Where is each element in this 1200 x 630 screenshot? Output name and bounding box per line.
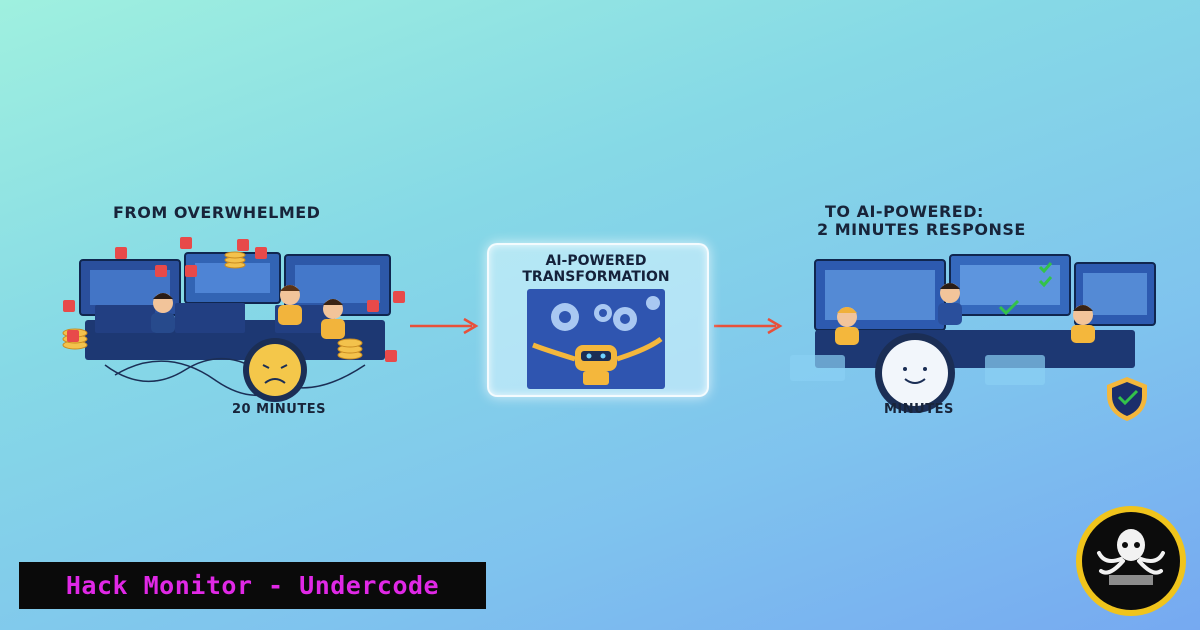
ai-powered-illustration [790, 254, 1156, 421]
ai-powered-time: MINUTES [884, 402, 954, 417]
response-caption: 2 MINUTES RESPONSE [817, 220, 1026, 239]
clock-icon [875, 333, 955, 413]
arrow-icon [410, 317, 479, 335]
ai-powered-caption: TO AI-POWERED: [825, 202, 984, 221]
transformation-panel: AI-POWERED TRANSFORMATION [487, 243, 709, 397]
brand-label: Hack Monitor - Undercode [65, 571, 440, 600]
octopus-logo [1076, 506, 1186, 616]
shield-icon [1107, 377, 1147, 421]
overwhelmed-caption: FROM OVERWHELMED [113, 203, 321, 222]
panel-title-line1: AI-POWERED [545, 253, 647, 269]
overwhelmed-time: 20 MINUTES [232, 402, 326, 417]
robot-scene [527, 289, 665, 389]
panel-title-line2: TRANSFORMATION [522, 269, 670, 285]
brand-banner: Hack Monitor - Undercode [19, 562, 486, 609]
alert-icon [63, 237, 405, 362]
overwhelmed-illustration [62, 237, 405, 402]
robot-icon [532, 336, 663, 385]
arrow-icon [714, 317, 783, 335]
check-icon [998, 262, 1053, 316]
